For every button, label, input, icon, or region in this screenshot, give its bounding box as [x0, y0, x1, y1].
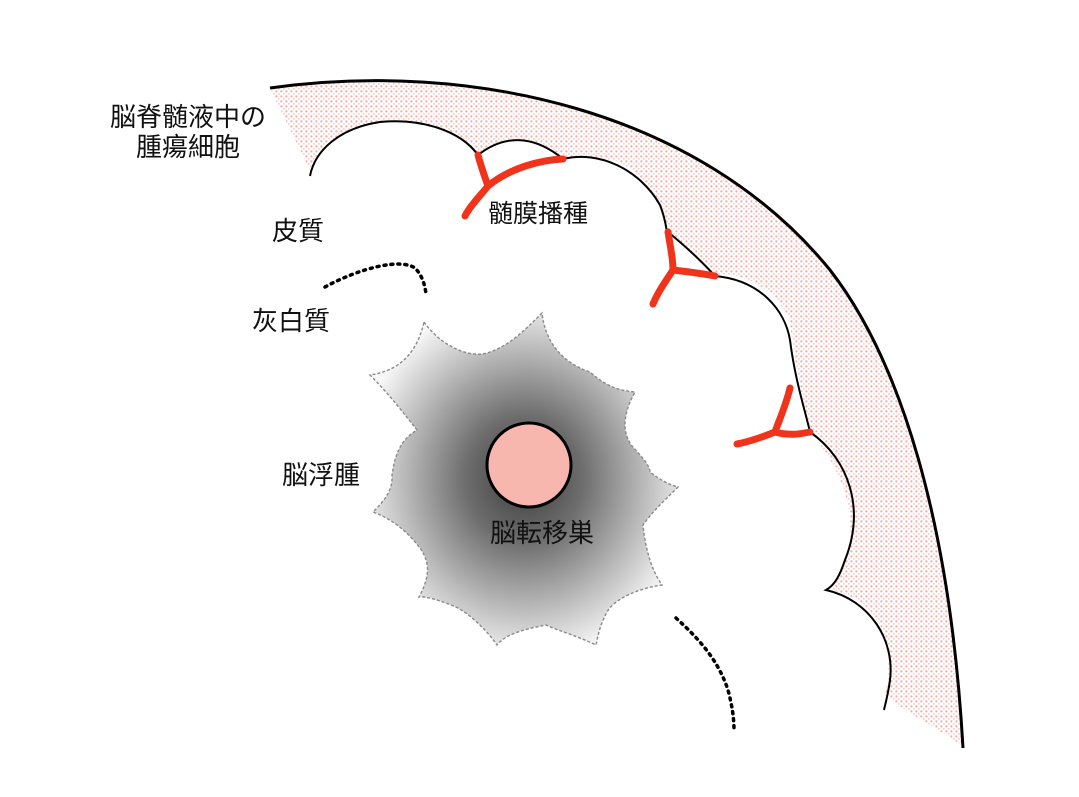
label-white-matter: 灰白質: [252, 307, 331, 337]
dura-outline: [269, 79, 965, 749]
brain-surface-outline: [309, 120, 892, 711]
brain-metastasis-lesion: [485, 421, 573, 509]
cortex-boundary-dotted: [323, 262, 428, 296]
csf-space: [270, 80, 963, 747]
meningeal-dissemination-marks: [461, 151, 814, 448]
label-cortex: 皮質: [272, 217, 325, 247]
label-csf-tumor-cells-line2: 腫瘍細胞: [136, 132, 241, 163]
label-csf-tumor-cells: 脳脊髄液中の 腫瘍細胞: [110, 103, 267, 164]
label-csf-tumor-cells-line1: 脳脊髄液中の: [110, 103, 267, 133]
lower-boundary-dotted: [674, 616, 736, 732]
label-meningeal-dissemination: 髄膜播種: [488, 199, 589, 228]
label-brain-metastasis: 脳転移巣: [490, 519, 595, 549]
label-brain-edema: 脳浮腫: [282, 461, 361, 491]
